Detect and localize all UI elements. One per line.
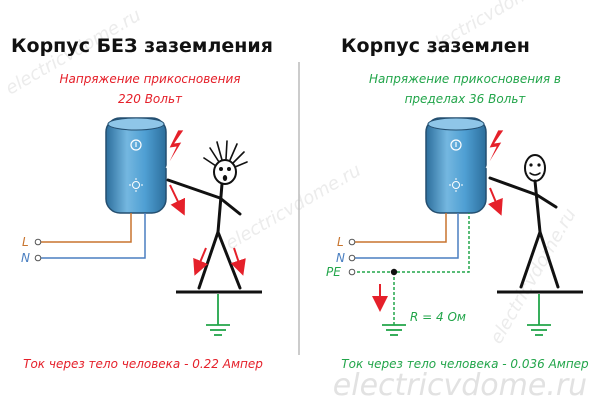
lightning-bolt-icon [485, 129, 505, 169]
neutral-wire-right [352, 213, 459, 259]
terminal-pe-right [348, 268, 356, 276]
current-arrows-left [169, 184, 246, 276]
ground-symbol-icon [382, 324, 406, 336]
left-current-caption: Ток через тело человека - 0.22 Ампер [23, 357, 263, 371]
right-current-caption: Ток через тело человека - 0.036 Ампер [341, 357, 589, 371]
left-terminal-n: N [21, 251, 30, 265]
right-terminal-l: L [337, 235, 344, 249]
terminal-l-left [34, 238, 42, 246]
watermark-main: electricvdome.ru [333, 368, 587, 403]
phase-wire-right [352, 213, 447, 243]
terminal-n-right [348, 254, 356, 262]
pe-junction-dot [390, 268, 398, 276]
right-terminal-n: N [336, 251, 345, 265]
left-voltage-line1: Напряжение прикосновения [59, 72, 240, 86]
left-terminal-l: L [22, 235, 29, 249]
watermark-diagonal: electricvdome.ru [486, 205, 581, 348]
lightning-bolt-icon [165, 129, 185, 169]
neutral-wire-left [38, 213, 146, 259]
stick-figure-icon [166, 140, 248, 290]
left-title: Корпус БЕЗ заземления [11, 35, 273, 57]
right-terminal-pe: PE [326, 265, 341, 279]
right-title: Корпус заземлен [341, 35, 530, 57]
water-heater-icon [425, 117, 487, 214]
resistance-label: R = 4 Ом [410, 310, 466, 324]
water-heater-icon [105, 117, 167, 214]
pe-wire-right [352, 213, 470, 273]
left-voltage-line2: 220 Вольт [118, 92, 183, 106]
current-arrows-right [488, 187, 503, 216]
terminal-n-left [34, 254, 42, 262]
right-voltage-line1: Напряжение прикосновения в [369, 72, 561, 86]
stick-figure-icon [488, 154, 560, 289]
phase-wire-left [38, 213, 132, 243]
terminal-l-right [348, 238, 356, 246]
ground-symbol-icon [527, 294, 551, 336]
right-voltage-line2: пределах 36 Вольт [405, 92, 527, 106]
ground-symbol-icon [206, 294, 230, 336]
